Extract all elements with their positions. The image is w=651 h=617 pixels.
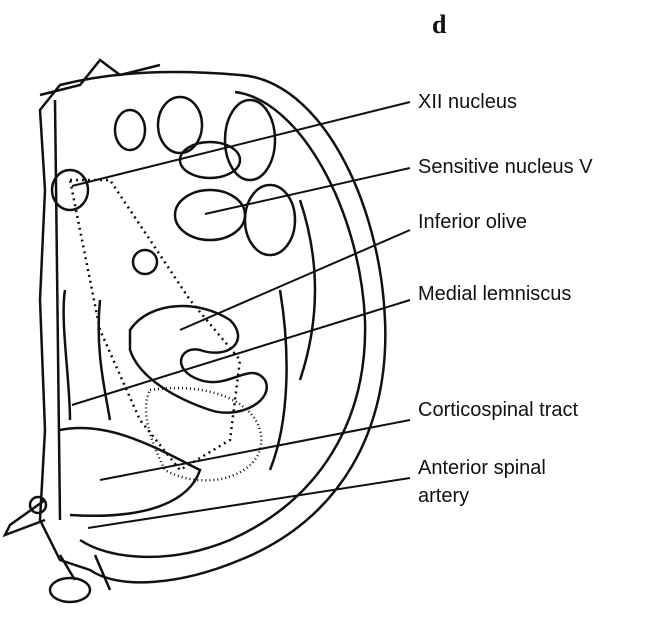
anterior-spinal-artery-shape	[48, 576, 92, 604]
root-left	[2, 498, 46, 538]
dotted-region	[68, 178, 242, 472]
label-corticospinal-tract: Corticospinal tract	[418, 399, 579, 421]
label-artery: artery	[418, 485, 470, 507]
label-anterior-spinal: Anterior spinal	[418, 457, 546, 479]
leader-lines	[71, 101, 411, 529]
panel-letter: d	[432, 10, 447, 39]
pyramid-outline	[59, 426, 202, 517]
section-outline	[38, 70, 387, 584]
vessel-top	[39, 58, 161, 97]
artery-circle-left	[28, 495, 48, 515]
label-inferior-olive: Inferior olive	[418, 211, 527, 233]
midline	[53, 99, 62, 521]
sensitive-nucleus-v-shape	[173, 188, 247, 242]
label-xii-nucleus: XII nucleus	[418, 91, 517, 113]
inner-outline	[79, 90, 367, 559]
label-medial-lemniscus: Medial lemniscus	[418, 283, 572, 305]
corticospinal-tract-shape	[144, 386, 263, 482]
label-sensitive-nucleus-v: Sensitive nucleus V	[418, 156, 593, 178]
inferior-olive-shape	[128, 304, 268, 414]
xii-nucleus-shape	[50, 168, 90, 212]
